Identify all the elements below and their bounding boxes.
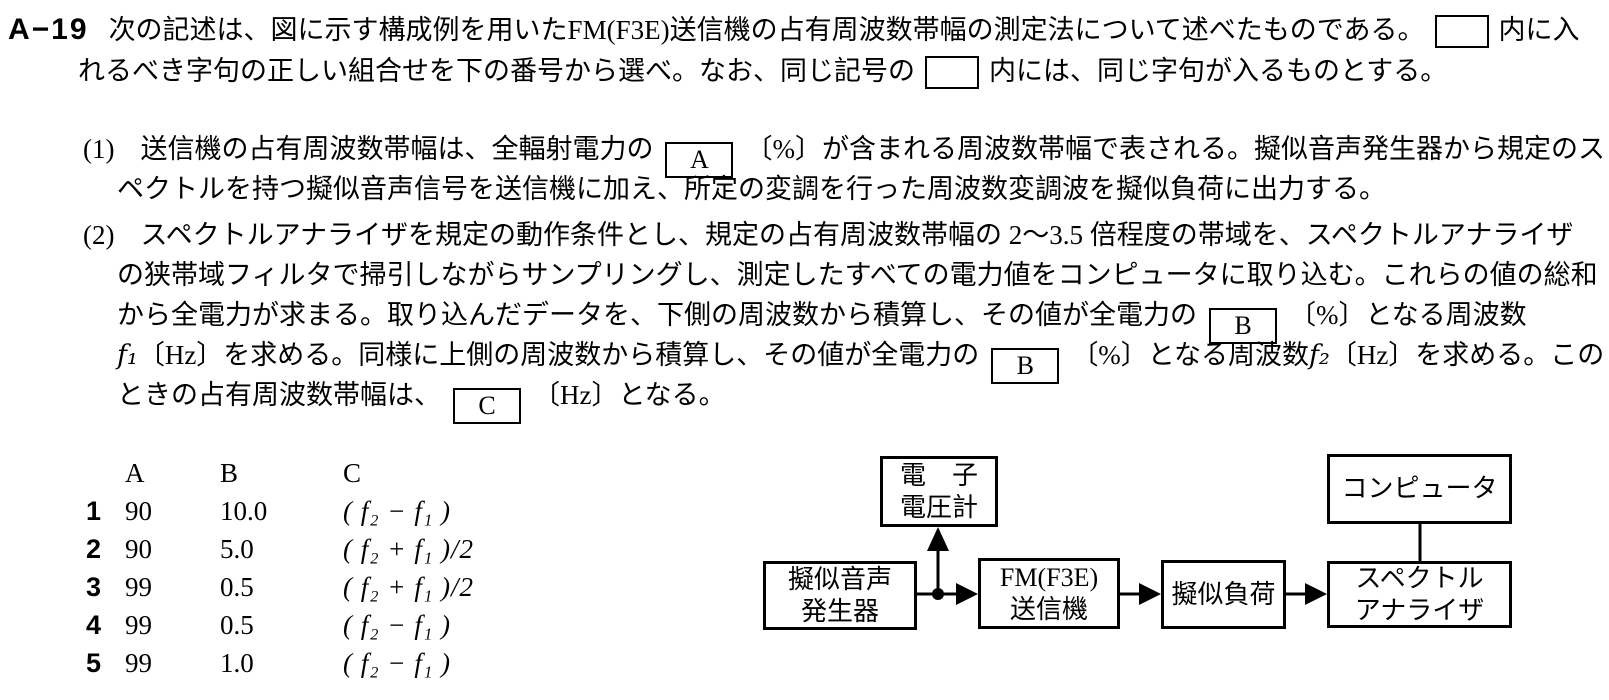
choice-number: 3 [86,572,102,602]
choices-header-b: B [220,458,239,488]
item2-text-4-seg3: 〔Hz〕を求める。この [1329,340,1605,370]
choices-header-row: A B C [86,458,474,496]
block-label: 電圧計 [899,492,978,522]
item2-text-5-head: ときの占有周波数帯幅は、 [117,380,441,410]
choice-c-formula: ( f₂ − f₁ ) [343,496,451,526]
block-label: 送信機 [1009,594,1088,624]
choice-a-value: 90 [125,534,152,564]
choices-header-c: C [343,458,363,488]
blank-box-c: C [453,388,521,424]
blank-box-b2: B [991,348,1060,384]
block-label: FM(F3E) [999,562,1099,592]
item2-text-4-seg1: 〔Hz〕を求める。同様に上側の周波数から積算し、その値が全電力の [137,340,980,370]
choice-a-value: 99 [125,610,152,640]
block-label: 擬似負荷 [1171,579,1276,609]
choice-c-formula: ( f₂ − f₁ ) [343,610,451,640]
choice-row-1: 1 90 10.0 ( f₂ − f₁ ) [86,496,474,534]
block-computer: コンピュータ [1327,454,1512,524]
question-header-line1: A−19 次の記述は、図に示す構成例を用いたFM(F3E)送信機の占有周波数帯幅の… [8,8,1580,48]
item1-marker: (1) [83,134,115,164]
block-label: スペクトル [1355,563,1484,593]
choice-b-value: 1.0 [220,648,254,678]
block-label: 発生器 [800,596,879,626]
item1-text-tail: 〔%〕が含まれる周波数帯幅で表される。擬似音声発生器から規定のス [745,134,1605,164]
choice-a-value: 99 [125,648,152,678]
block-label: コンピュータ [1341,474,1498,503]
choice-number: 2 [86,534,102,564]
choice-row-4: 4 99 0.5 ( f₂ − f₁ ) [86,610,474,648]
measurement-block-diagram: 電 子 電圧計 擬似音声 発生器 FM(F3E) 送信機 擬似負荷 スペクトル … [760,437,1530,642]
choice-row-5: 5 99 1.0 ( f₂ − f₁ ) [86,648,474,686]
variable-f2: f₂ [1309,340,1330,371]
question-number: A−19 [8,13,89,46]
choice-row-3: 3 99 0.5 ( f₂ + f₁ )/2 [86,572,474,610]
choice-c-formula: ( f₂ + f₁ )/2 [343,572,474,602]
item2-text-3-head: から全電力が求まる。取り込んだデータを、下側の周波数から積算し、その値が全電力の [117,300,1197,330]
block-fm-f3e-transmitter: FM(F3E) 送信機 [978,558,1120,629]
item2-line4: f₁〔Hz〕を求める。同様に上側の周波数から積算し、その値が全電力の B 〔%〕とな… [117,333,1604,384]
choices-header-a: A [125,458,145,488]
choices-table: A B C 1 90 10.0 ( f₂ − f₁ ) 2 90 5.0 ( f… [86,458,474,686]
item2-text-2: の狭帯域フィルタで掃引しながらサンプリングし、測定したすべての電力値をコンピュー… [117,260,1598,290]
choice-a-value: 90 [125,496,152,526]
question-header-line2: れるべき字句の正しい組合せを下の番号から選べ。なお、同じ記号の 内には、同じ字句が… [78,49,1447,89]
header-text-2-tail: 内には、同じ字句が入るものとする。 [989,56,1448,86]
blank-box-empty-1 [1434,15,1489,48]
item2-line3: から全電力が求まる。取り込んだデータを、下側の周波数から積算し、その値が全電力の… [117,293,1527,344]
choice-b-value: 5.0 [220,534,254,564]
item1-line2: ペクトルを持つ擬似音声信号を送信機に加え、所定の変調を行った周波数変調波を擬似負… [117,167,1386,206]
choice-a-value: 99 [125,572,152,602]
item2-text-5-tail: 〔Hz〕となる。 [533,380,726,410]
choice-c-formula: ( f₂ + f₁ )/2 [343,534,474,564]
item2-text-4-seg2: 〔%〕となる周波数 [1071,340,1309,370]
item2-line5: ときの占有周波数帯幅は、 C 〔Hz〕となる。 [117,373,726,424]
item2-line2: の狭帯域フィルタで掃引しながらサンプリングし、測定したすべての電力値をコンピュー… [117,253,1598,292]
blank-box-a: A [665,142,734,178]
item2-marker: (2) [83,220,115,250]
choice-row-2: 2 90 5.0 ( f₂ + f₁ )/2 [86,534,474,572]
header-text-2: れるべき字句の正しい組合せを下の番号から選べ。なお、同じ記号の [78,56,915,86]
choice-number: 1 [86,496,102,526]
blank-box-empty-2 [925,56,979,89]
block-dummy-load: 擬似負荷 [1161,560,1286,629]
item2-text-3-tail: 〔%〕となる周波数 [1289,300,1527,330]
block-label: アナライザ [1354,595,1485,625]
header-text-1: 次の記述は、図に示す構成例を用いたFM(F3E)送信機の占有周波数帯幅の測定法に… [108,15,1425,45]
choice-b-value: 0.5 [220,610,254,640]
choice-number: 5 [86,648,102,678]
block-label: 電 子 [899,460,978,490]
variable-f1: f₁ [117,340,138,371]
choice-c-formula: ( f₂ − f₁ ) [343,648,451,678]
item2-line1: (2) スペクトルアナライザを規定の動作条件とし、規定の占有周波数帯幅の 2〜3.… [83,213,1573,252]
item1-line1: (1) 送信機の占有周波数帯幅は、全輻射電力の A 〔%〕が含まれる周波数帯幅で表され… [83,127,1605,178]
blank-box-b: B [1209,308,1277,344]
block-spectrum-analyzer: スペクトル アナライザ [1327,561,1512,628]
item2-text-1: スペクトルアナライザを規定の動作条件とし、規定の占有周波数帯幅の 2〜3.5 倍… [140,220,1574,250]
block-pseudo-voice-generator: 擬似音声 発生器 [763,561,917,630]
diagram-connectors [917,524,1422,605]
choice-b-value: 10.0 [220,496,268,526]
item1-text-head: 送信機の占有周波数帯幅は、全輻射電力の [140,134,654,164]
item1-text-2: ペクトルを持つ擬似音声信号を送信機に加え、所定の変調を行った周波数変調波を擬似負… [117,174,1386,204]
block-electronic-voltmeter: 電 子 電圧計 [880,456,998,527]
choice-number: 4 [86,610,102,640]
choice-b-value: 0.5 [220,572,254,602]
header-text-1-tail: 内に入 [1498,15,1580,45]
block-label: 擬似音声 [787,564,892,594]
